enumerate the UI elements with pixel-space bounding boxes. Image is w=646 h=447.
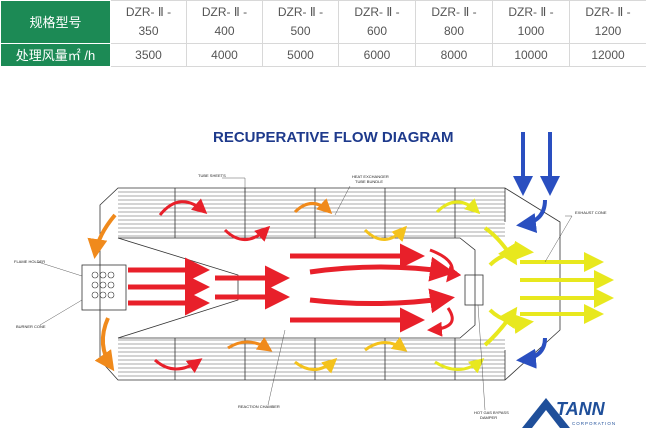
spec-table: 规格型号 DZR- Ⅱ -350 DZR- Ⅱ -400 DZR- Ⅱ -500… (0, 0, 646, 67)
label-tube-sheets: TUBE SHEETS (198, 173, 226, 178)
chamber-return-curls (427, 248, 462, 337)
airflow-cell: 12000 (569, 43, 646, 67)
tube-side-swirls-top (158, 198, 481, 242)
burner-nozzles (91, 271, 115, 299)
diagram-title: RECUPERATIVE FLOW DIAGRAM (213, 129, 454, 146)
hot-gas-arrows (128, 243, 455, 333)
vessel-shell (81, 187, 561, 381)
airflow-cell: 10000 (492, 43, 570, 67)
model-header: 规格型号 (0, 0, 111, 44)
label-tube-bundle: TUBE BUNDLE (355, 179, 383, 184)
airflow-cell: 5000 (262, 43, 339, 67)
flame-holder (81, 264, 127, 311)
airflow-header: 处理风量㎡ /h (0, 43, 111, 67)
model-cell: DZR- Ⅱ -1200 (569, 0, 646, 44)
tube-side-swirls-bottom (153, 336, 485, 374)
model-cell: DZR- Ⅱ -350 (110, 0, 187, 44)
logo-sub: CORPORATION (572, 421, 616, 426)
baffles (174, 188, 456, 380)
burner-cone-arrows (87, 213, 117, 372)
exhaust-arrows (483, 226, 614, 347)
tube-bundle-bottom (118, 339, 505, 377)
tube-bundle-top (118, 191, 505, 237)
label-exhaust-cone: EXHAUST CONE (575, 210, 607, 215)
label-damper: DAMPER (480, 415, 497, 420)
label-hot-gas-bypass: HOT GAS BYPASS (474, 410, 509, 415)
airflow-row: 处理风量㎡ /h 3500 4000 5000 6000 8000 10000 … (0, 43, 646, 67)
label-reaction-chamber: REACTION CHAMBER (238, 404, 280, 409)
airflow-cell: 3500 (110, 43, 187, 67)
model-cell: DZR- Ⅱ -1000 (492, 0, 570, 44)
model-cell: DZR- Ⅱ -400 (186, 0, 263, 44)
tann-logo: TANN CORPORATION (522, 398, 616, 428)
leader-lines (37, 177, 573, 411)
flow-diagram: RECUPERATIVE FLOW DIAGRAM (14, 129, 616, 428)
model-cell: DZR- Ⅱ -600 (338, 0, 416, 44)
model-cell: DZR- Ⅱ -500 (262, 0, 339, 44)
model-row: 规格型号 DZR- Ⅱ -350 DZR- Ⅱ -400 DZR- Ⅱ -500… (0, 0, 646, 44)
airflow-cell: 4000 (186, 43, 263, 67)
label-heat-exchanger: HEAT EXCHANGER (352, 174, 389, 179)
airflow-cell: 6000 (338, 43, 416, 67)
diagram-labels: TUBE SHEETS HEAT EXCHANGER TUBE BUNDLE E… (14, 173, 607, 420)
model-cell: DZR- Ⅱ -800 (415, 0, 493, 44)
inlet-arrows (513, 132, 560, 369)
burner-cone-wall (117, 237, 239, 339)
airflow-cell: 8000 (415, 43, 493, 67)
logo-name: TANN (556, 399, 606, 419)
hot-gas-bypass-damper (464, 274, 484, 306)
label-burner-cone: BURNER CONE (16, 324, 46, 329)
label-flame-holder: FLAME HOLDER (14, 259, 45, 264)
